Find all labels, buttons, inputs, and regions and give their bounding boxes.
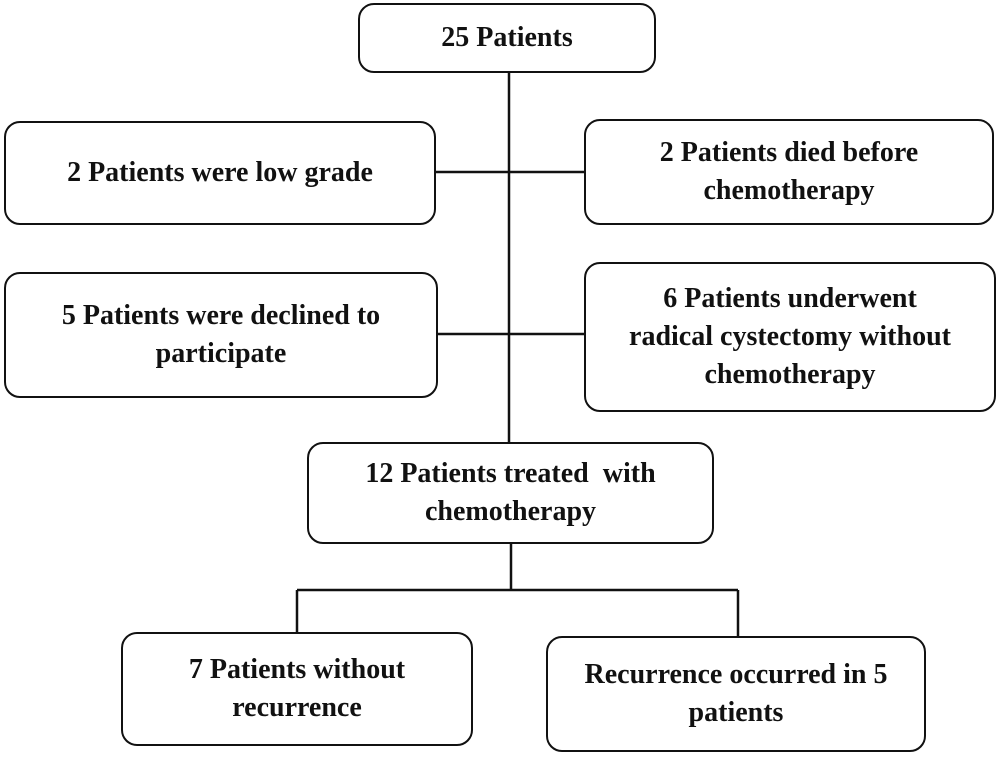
box-recurrence-line-1: Recurrence occurred in 5 <box>584 659 888 690</box>
box-cystectomy-line-1: 6 Patients underwent <box>663 283 917 314</box>
box-total-patients-text: 25 Patients <box>441 22 573 53</box>
box-declined: 5 Patients were declined to participate <box>4 272 438 398</box>
box-recurrence-occurred: Recurrence occurred in 5 patients <box>546 636 926 752</box>
box-no-recurrence-line-1: 7 Patients without <box>188 654 406 685</box>
box-treated-line-1: 12 Patients treated with <box>365 458 656 489</box>
box-died-line-1: 2 Patients died before <box>659 137 919 168</box>
box-died-before-chemo: 2 Patients died before chemotherapy <box>584 119 994 225</box>
box-recurrence-line-2: patients <box>688 697 784 728</box>
box-died-line-2: chemotherapy <box>703 175 875 206</box>
box-low-grade: 2 Patients were low grade <box>4 121 436 225</box>
box-declined-line-2: participate <box>155 338 287 369</box>
box-radical-cystectomy: 6 Patients underwent radical cystectomy … <box>584 262 996 412</box>
box-treated-with-chemo: 12 Patients treated with chemotherapy <box>307 442 714 544</box>
box-treated-line-2: chemotherapy <box>424 496 597 527</box>
box-low-grade-text: 2 Patients were low grade <box>67 157 373 188</box>
box-no-recurrence-line-2: recurrence <box>232 692 362 723</box>
box-total-patients: 25 Patients <box>358 3 656 73</box>
box-cystectomy-line-3: chemotherapy <box>704 359 876 390</box>
box-without-recurrence: 7 Patients without recurrence <box>121 632 473 746</box>
box-cystectomy-line-2: radical cystectomy without <box>629 321 951 352</box>
box-declined-line-1: 5 Patients were declined to <box>61 300 381 331</box>
